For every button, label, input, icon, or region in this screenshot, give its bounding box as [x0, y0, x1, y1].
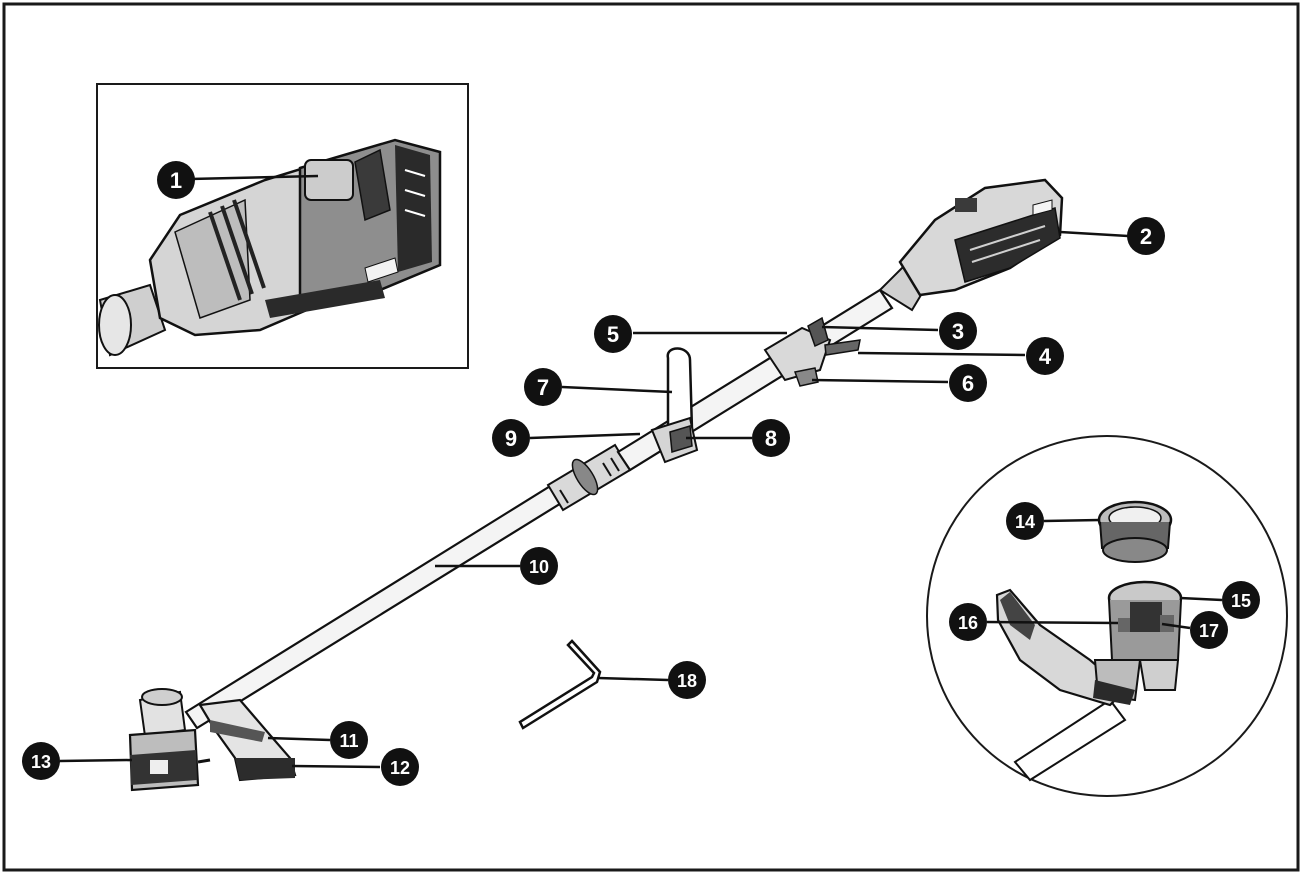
- callout-1-label: 1: [170, 168, 182, 193]
- callout-9-label: 9: [505, 426, 517, 451]
- callout-3: [939, 312, 977, 350]
- callout-12-label: 12: [390, 758, 410, 778]
- callout-17: [1190, 611, 1228, 649]
- callout-10: [520, 547, 558, 585]
- callout-14-label: 14: [1015, 512, 1035, 532]
- callout-4: [1026, 337, 1064, 375]
- callout-5-label: 5: [607, 322, 619, 347]
- callout-16: [949, 603, 987, 641]
- callout-9: [492, 419, 530, 457]
- callout-18: [668, 661, 706, 699]
- callout-7: [524, 368, 562, 406]
- callout-8-label: 8: [765, 426, 777, 451]
- callout-17-label: 17: [1199, 621, 1219, 641]
- callout-16-label: 16: [958, 613, 978, 633]
- callout-8: [752, 419, 790, 457]
- callout-13: [22, 742, 60, 780]
- callout-18-label: 18: [677, 671, 697, 691]
- battery-detail-inset: 1: [96, 83, 469, 369]
- callout-5: [594, 315, 632, 353]
- callout-15-label: 15: [1231, 591, 1251, 611]
- callout-markers: 2 3 4 5 6 7 8 9 10 11 12 13 14 15 16 17: [22, 217, 1260, 786]
- callout-12: [381, 748, 419, 786]
- string-trimmer-illustration: [59, 178, 1129, 792]
- callout-14: [1006, 502, 1044, 540]
- callout-6: [949, 364, 987, 402]
- callout-15: [1222, 581, 1260, 619]
- callout-11: [330, 721, 368, 759]
- callout-7-label: 7: [537, 375, 549, 400]
- callout-2: [1127, 217, 1165, 255]
- callout-1: [157, 161, 195, 199]
- callout-10-label: 10: [529, 557, 549, 577]
- hex-key-illustration: [518, 639, 669, 730]
- callout-13-label: 13: [31, 752, 51, 772]
- callout-11-label: 11: [339, 731, 358, 751]
- callout-4-label: 4: [1039, 344, 1052, 369]
- callout-6-label: 6: [962, 371, 974, 396]
- callout-3-label: 3: [952, 319, 964, 344]
- callout-2-label: 2: [1140, 224, 1152, 249]
